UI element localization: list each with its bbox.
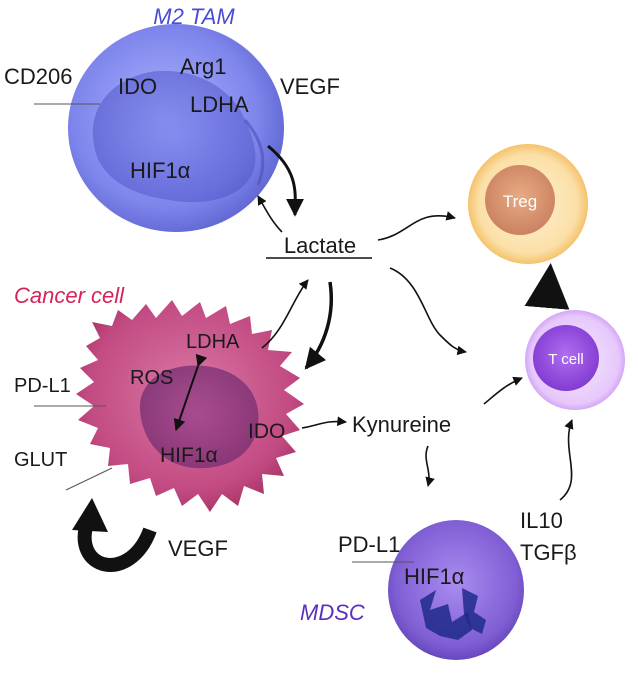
cancer-vegf-label: VEGF: [168, 536, 228, 561]
m2-ido-label: IDO: [118, 74, 157, 99]
vegf-autocrine-arrow: [77, 517, 157, 572]
lactate-to-treg-arrow: [377, 211, 456, 241]
m2-tam-title: M2 TAM: [153, 4, 235, 29]
ldha-to-lactate-arrow: [261, 279, 309, 349]
tcell-to-treg-thick-arrow: [524, 263, 570, 310]
t-cell-nucleus: [533, 325, 599, 391]
m2-tam-cell: [68, 24, 284, 232]
mdsc-cell: [388, 520, 524, 660]
lactate-label: Lactate: [284, 233, 356, 258]
vegf-autocrine-arrowhead: [72, 498, 108, 532]
ros-hif1a-double-arrow: [173, 353, 208, 432]
treg-label: Treg: [503, 192, 537, 211]
lactate-to-m2-arrow: [257, 195, 283, 233]
m2-tam-nucleus: [92, 70, 256, 203]
mdsc-hif1a-label: HIF1α: [404, 564, 465, 589]
glut-label: GLUT: [14, 449, 67, 471]
cancer-ido-label: IDO: [248, 420, 285, 443]
mdsc-nucleus: [420, 590, 472, 640]
cancer-hif1a-label: HIF1α: [160, 444, 218, 467]
m2-ldha-label: LDHA: [190, 92, 249, 117]
mdsc-body: [388, 520, 524, 660]
cancer-pdl1-label: PD-L1: [14, 375, 71, 397]
treg-cell: Treg: [468, 144, 588, 264]
treg-nucleus: [485, 165, 555, 235]
cd206-label: CD206: [4, 64, 72, 89]
lactate-to-tcell-arrow: [389, 267, 467, 356]
lactate-to-cancer-arrow: [304, 281, 333, 370]
il10-label: IL10: [520, 508, 563, 533]
ido-to-kynureine-arrow: [301, 416, 347, 429]
kynureine-to-tcell-arrow: [483, 376, 523, 405]
kynureine-label: Kynureine: [352, 412, 451, 437]
m2-hif1a-label: HIF1α: [130, 158, 191, 183]
cancer-cell-title: Cancer cell: [14, 283, 125, 308]
mdsc-pdl1-label: PD-L1: [338, 532, 400, 557]
glut-pointer-line: [65, 467, 113, 491]
t-cell: T cell: [525, 310, 625, 410]
cancer-ldha-label: LDHA: [186, 331, 240, 353]
mdsc-title: MDSC: [300, 600, 365, 625]
t-cell-label: T cell: [548, 351, 584, 368]
kynureine-to-mdsc-arrow: [425, 445, 435, 487]
m2-vegf-label: VEGF: [280, 74, 340, 99]
il10-to-tcell-arrow: [559, 419, 574, 501]
ros-label: ROS: [130, 367, 173, 389]
m2-to-lactate-arrow: [267, 144, 305, 217]
arg1-label: Arg1: [180, 54, 226, 79]
tgfb-label: TGFβ: [520, 540, 577, 565]
